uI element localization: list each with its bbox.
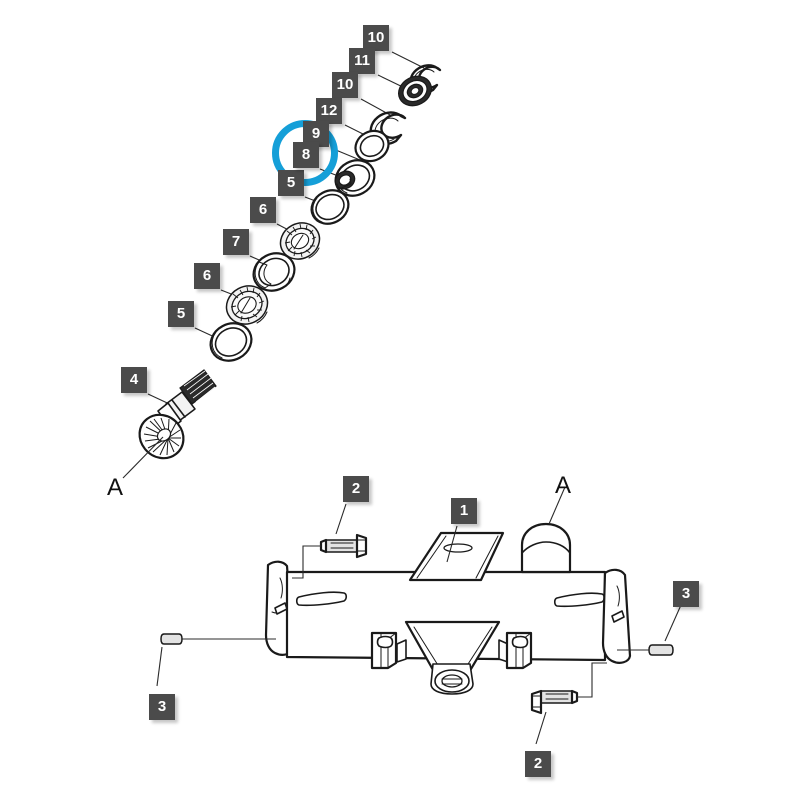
part-taper-roller-bearing-6-lower — [225, 285, 269, 325]
section-letter-a-left: A — [107, 474, 124, 501]
part-shim-ring-12 — [354, 129, 390, 163]
leader-section-a-left — [122, 436, 164, 479]
section-letter-a-right: A — [555, 472, 572, 499]
part-bearing-cup-7 — [252, 252, 296, 292]
callout-1[interactable]: 1 — [451, 498, 477, 524]
leader-lines-lower — [335, 486, 566, 745]
callout-8[interactable]: 8 — [293, 142, 319, 168]
callout-11[interactable]: 11 — [349, 48, 375, 74]
callout-12[interactable]: 12 — [316, 98, 342, 124]
callout-3-right[interactable]: 3 — [673, 581, 699, 607]
callout-10-outer[interactable]: 10 — [363, 25, 389, 51]
callout-3-left[interactable]: 3 — [149, 694, 175, 720]
callout-2-lower[interactable]: 2 — [525, 751, 551, 777]
callout-5-upper[interactable]: 5 — [278, 170, 304, 196]
part-hex-bolt-2-upper — [292, 533, 368, 579]
callout-6-lower[interactable]: 6 — [194, 263, 220, 289]
part-bevel-pinion-shaft-4 — [138, 369, 217, 460]
part-oil-seal-11 — [398, 75, 432, 107]
callout-6-upper[interactable]: 6 — [250, 197, 276, 223]
part-shim-washer-5-lower — [209, 322, 253, 362]
callout-2-upper[interactable]: 2 — [343, 476, 369, 502]
callout-4[interactable]: 4 — [121, 367, 147, 393]
part-shim-washer-5-upper — [310, 189, 350, 225]
part-taper-roller-bearing-6-upper — [279, 222, 321, 260]
callout-7[interactable]: 7 — [223, 229, 249, 255]
part-hex-bolt-2-lower — [530, 662, 607, 715]
part-dowel-pin-3-left — [156, 633, 276, 687]
part-dowel-pin-3-right — [617, 604, 682, 656]
callout-10-inner[interactable]: 10 — [332, 72, 358, 98]
axle-housing-assembly — [264, 522, 632, 695]
part-lock-nut-8 — [334, 170, 356, 190]
callout-5-lower[interactable]: 5 — [168, 301, 194, 327]
